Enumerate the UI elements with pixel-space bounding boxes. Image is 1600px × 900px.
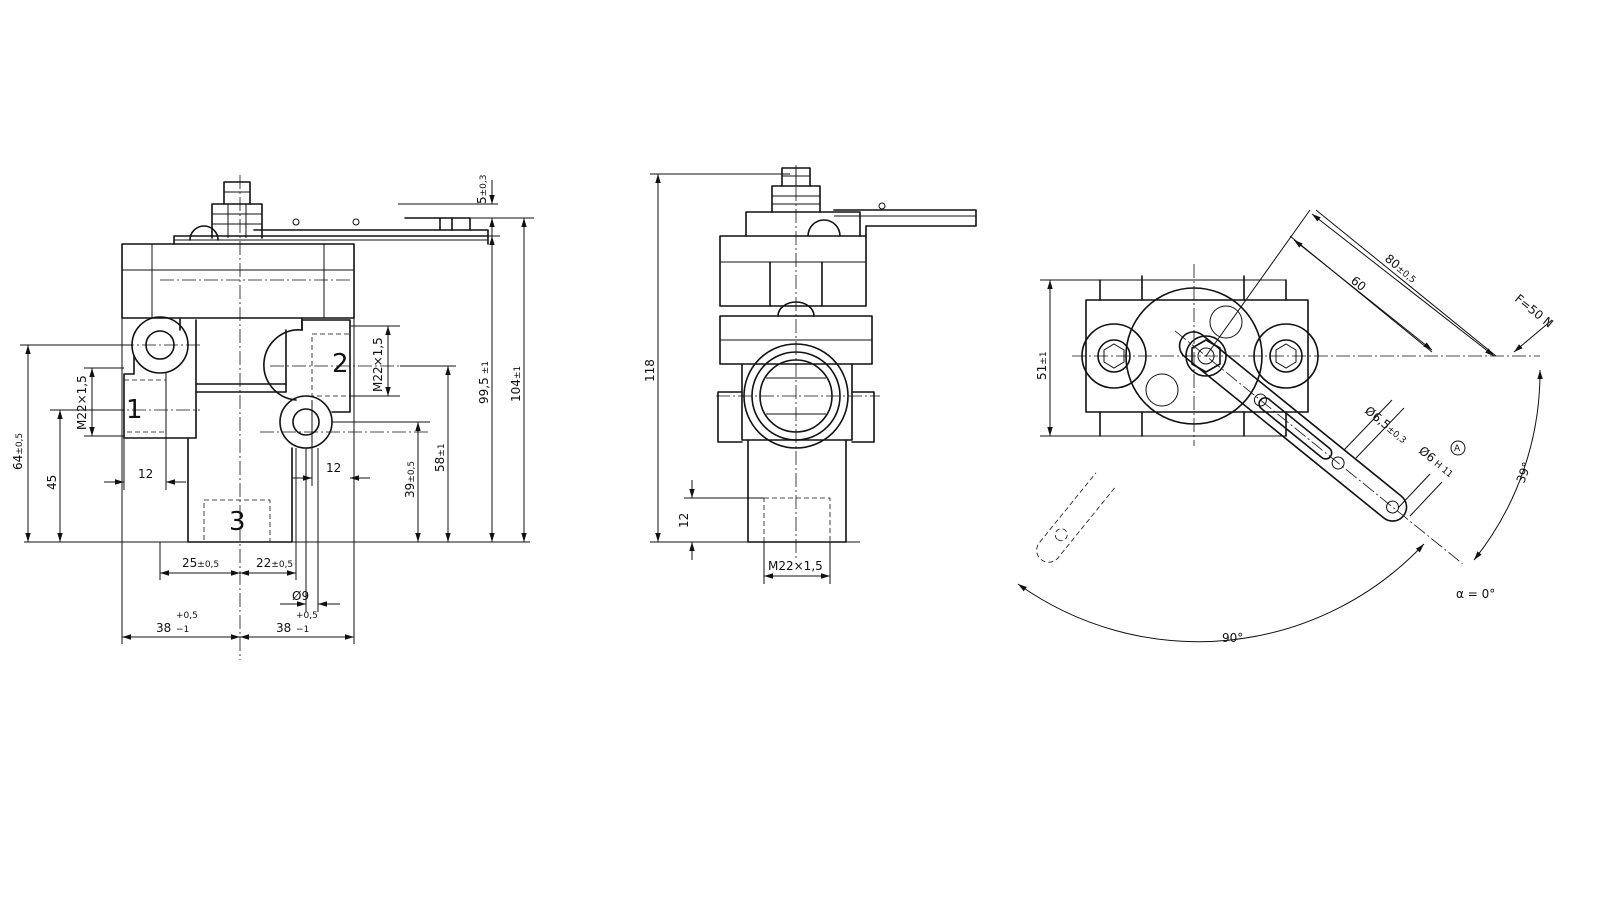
top-force-label: F=50 N bbox=[1512, 291, 1556, 330]
dim-38-right-tol-dn: −1 bbox=[296, 625, 309, 635]
top-view: 51±1 80±0,5 60 F=50 N Ø6,5±0,3 Ø6H 11 A … bbox=[1017, 209, 1556, 645]
dim-22-label: 22±0,5 bbox=[256, 556, 293, 570]
dim-12-right-label: 12 bbox=[326, 461, 341, 475]
dim-m22-left-label: M22×1,5 bbox=[75, 375, 89, 430]
dim-12-left-label: 12 bbox=[138, 467, 153, 481]
top-alpha0-label: α = 0° bbox=[1456, 587, 1495, 601]
front-view: 1 2 3 64±0,5 45 M22×1,5 12 M22×1,5 12 bbox=[11, 175, 534, 660]
dim-m22-right-label: M22×1,5 bbox=[371, 337, 385, 392]
port-3-label: 3 bbox=[229, 507, 246, 537]
dim-58-label: 58±1 bbox=[433, 443, 447, 472]
dim-38-left-label: 38 bbox=[156, 621, 171, 635]
dim-phi9-label: Ø9 bbox=[292, 589, 309, 603]
dim-38-right-tol-up: +0,5 bbox=[296, 611, 318, 621]
side-dim-118-label: 118 bbox=[643, 359, 657, 382]
dim-38-left-tol-dn: −1 bbox=[176, 625, 189, 635]
port-2-label: 2 bbox=[332, 349, 349, 379]
side-dim-m22-label: M22×1,5 bbox=[768, 559, 823, 573]
top-angle-90-label: 90° bbox=[1222, 631, 1243, 645]
dim-38-left-tol-up: +0,5 bbox=[176, 611, 198, 621]
dim-104-label: 104±1 bbox=[509, 366, 523, 402]
top-dim-60-label: 60 bbox=[1348, 273, 1369, 293]
dim-25-label: 25±0,5 bbox=[182, 556, 219, 570]
top-angle-39-label: 39° bbox=[1514, 460, 1534, 485]
port-1-label: 1 bbox=[126, 395, 143, 425]
dim-45-label: 45 bbox=[45, 475, 59, 490]
side-dim-12-label: 12 bbox=[677, 513, 691, 528]
dim-5-label: 5±0,3 bbox=[475, 175, 489, 205]
dim-64-label: 64±0,5 bbox=[11, 433, 25, 470]
dim-38-right-label: 38 bbox=[276, 621, 291, 635]
top-dim-51-label: 51±1 bbox=[1035, 351, 1049, 380]
dim-99-label: 99,5±1 bbox=[477, 361, 491, 404]
top-ref-a-label: A bbox=[1454, 444, 1461, 454]
dim-39-label: 39±0,5 bbox=[403, 461, 417, 498]
side-view: 118 12 M22×1,5 bbox=[643, 165, 977, 584]
